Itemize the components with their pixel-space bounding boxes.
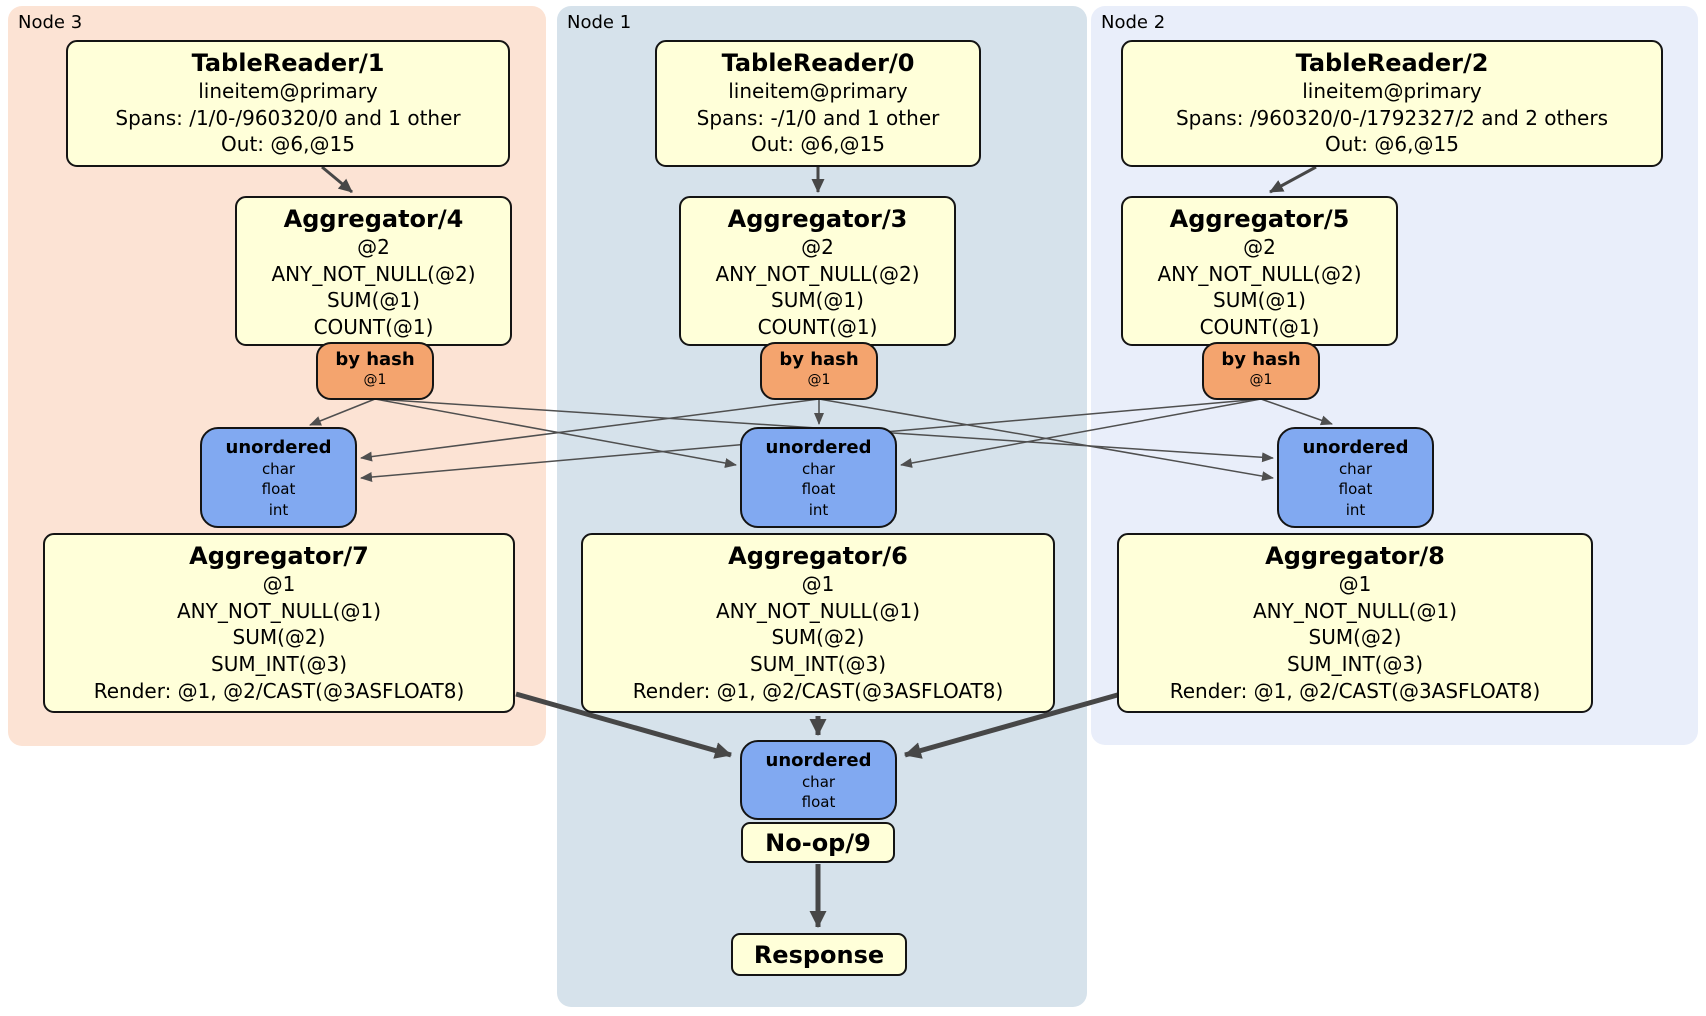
processor-out: Out: @6,@15	[221, 132, 355, 157]
unordered-sync-right: unordered char float int	[1277, 427, 1434, 528]
sync-col-type: char	[801, 459, 836, 478]
processor-title: TableReader/2	[1295, 49, 1489, 77]
agg-fn: COUNT(@1)	[757, 315, 878, 340]
unordered-sync-final: unordered char float	[740, 740, 897, 820]
agg-fn: ANY_NOT_NULL(@1)	[1253, 598, 1457, 623]
sync-col-type: char	[1338, 459, 1373, 478]
processor-index: lineitem@primary	[1302, 79, 1482, 104]
agg-fn: ANY_NOT_NULL(@2)	[1157, 261, 1362, 286]
processor-spans: Spans: /960320/0-/1792327/2 and 2 others	[1175, 105, 1608, 130]
processor-title: Aggregator/5	[1169, 205, 1350, 233]
agg-render: Render: @1, @2/CAST(@3ASFLOAT8)	[632, 678, 1004, 703]
tablereader-1-node: TableReader/1 lineitem@primary Spans: /1…	[66, 40, 510, 168]
router-label: by hash	[1221, 349, 1301, 370]
agg-fn: ANY_NOT_NULL(@1)	[716, 598, 920, 623]
response-node: Response	[731, 933, 907, 976]
processor-title: Aggregator/3	[727, 205, 908, 233]
unordered-sync-center: unordered char float int	[740, 427, 897, 528]
sync-label: unordered	[765, 437, 872, 458]
processor-title: Aggregator/6	[728, 542, 908, 570]
sync-col-type: char	[261, 459, 296, 478]
agg-fn: COUNT(@1)	[1199, 315, 1320, 340]
tablereader-2-node: TableReader/2 lineitem@primary Spans: /9…	[1121, 40, 1663, 168]
aggregator-3-node: Aggregator/3 @2 ANY_NOT_NULL(@2) SUM(@1)…	[679, 196, 956, 346]
noop-9-node: No-op/9	[741, 822, 895, 863]
router-label: by hash	[779, 349, 859, 370]
agg-group-cols: @1	[801, 572, 835, 597]
agg-fn: ANY_NOT_NULL(@2)	[271, 261, 476, 286]
processor-title: Aggregator/7	[189, 542, 369, 570]
agg-group-cols: @2	[801, 235, 834, 260]
sync-col-type: float	[801, 480, 836, 499]
agg-group-cols: @2	[1243, 235, 1276, 260]
agg-fn: ANY_NOT_NULL(@2)	[715, 261, 920, 286]
processor-title: TableReader/1	[191, 49, 385, 77]
sync-label: unordered	[765, 750, 872, 771]
aggregator-5-node: Aggregator/5 @2 ANY_NOT_NULL(@2) SUM(@1)…	[1121, 196, 1398, 346]
hash-router-left: by hash @1	[316, 342, 434, 400]
sync-col-type: int	[808, 500, 829, 519]
processor-out: Out: @6,@15	[1325, 132, 1459, 157]
tablereader-0-node: TableReader/0 lineitem@primary Spans: -/…	[655, 40, 981, 168]
agg-group-cols: @2	[357, 235, 390, 260]
node1-label: Node 1	[567, 12, 632, 33]
agg-fn: COUNT(@1)	[313, 315, 434, 340]
processor-index: lineitem@primary	[198, 79, 378, 104]
agg-fn: SUM_INT(@3)	[1287, 652, 1423, 677]
node2-label: Node 2	[1101, 12, 1166, 33]
agg-fn: ANY_NOT_NULL(@1)	[177, 598, 381, 623]
agg-group-cols: @1	[262, 572, 296, 597]
processor-out: Out: @6,@15	[751, 132, 885, 157]
router-label: by hash	[335, 349, 415, 370]
aggregator-7-node: Aggregator/7 @1 ANY_NOT_NULL(@1) SUM(@2)…	[43, 533, 515, 713]
sync-label: unordered	[225, 437, 332, 458]
agg-fn: SUM(@1)	[327, 288, 420, 313]
agg-fn: SUM(@1)	[771, 288, 864, 313]
router-key: @1	[363, 371, 387, 388]
processor-title: Aggregator/8	[1265, 542, 1445, 570]
hash-router-center: by hash @1	[760, 342, 878, 400]
router-key: @1	[1249, 371, 1273, 388]
processor-title: Aggregator/4	[283, 205, 464, 233]
agg-fn: SUM_INT(@3)	[211, 652, 347, 677]
agg-group-cols: @1	[1338, 572, 1372, 597]
unordered-sync-left: unordered char float int	[200, 427, 357, 528]
agg-fn: SUM(@2)	[771, 625, 865, 650]
sync-col-type: char	[801, 772, 836, 791]
sync-col-type: float	[261, 480, 296, 499]
sync-col-type: float	[1338, 480, 1373, 499]
response-label: Response	[753, 940, 885, 969]
node3-label: Node 3	[18, 12, 83, 33]
aggregator-8-node: Aggregator/8 @1 ANY_NOT_NULL(@1) SUM(@2)…	[1117, 533, 1593, 713]
noop-label: No-op/9	[765, 828, 871, 857]
sync-col-type: int	[1345, 500, 1366, 519]
aggregator-6-node: Aggregator/6 @1 ANY_NOT_NULL(@1) SUM(@2)…	[581, 533, 1055, 713]
agg-fn: SUM(@1)	[1213, 288, 1306, 313]
sync-col-type: float	[801, 793, 836, 812]
processor-spans: Spans: -/1/0 and 1 other	[696, 105, 940, 130]
agg-render: Render: @1, @2/CAST(@3ASFLOAT8)	[93, 678, 465, 703]
sync-label: unordered	[1302, 437, 1409, 458]
agg-fn: SUM(@2)	[232, 625, 326, 650]
agg-fn: SUM(@2)	[1308, 625, 1402, 650]
hash-router-right: by hash @1	[1202, 342, 1320, 400]
agg-render: Render: @1, @2/CAST(@3ASFLOAT8)	[1169, 678, 1541, 703]
processor-spans: Spans: /1/0-/960320/0 and 1 other	[115, 105, 461, 130]
processor-title: TableReader/0	[721, 49, 915, 77]
aggregator-4-node: Aggregator/4 @2 ANY_NOT_NULL(@2) SUM(@1)…	[235, 196, 512, 346]
router-key: @1	[807, 371, 831, 388]
agg-fn: SUM_INT(@3)	[750, 652, 886, 677]
processor-index: lineitem@primary	[728, 79, 908, 104]
sync-col-type: int	[268, 500, 289, 519]
